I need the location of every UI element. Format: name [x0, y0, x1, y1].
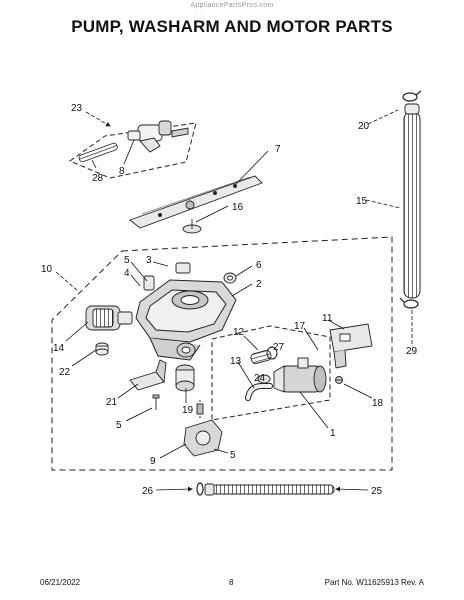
diverter-hose-28 — [78, 142, 118, 163]
callout-9: 9 — [150, 456, 156, 467]
drain-hose-25 — [204, 483, 335, 496]
callout-16: 16 — [232, 202, 244, 213]
callout-18: 18 — [372, 398, 384, 409]
screw-18 — [335, 376, 343, 384]
hose-clamp-26 — [196, 482, 204, 496]
callout-27: 27 — [273, 342, 285, 353]
assembly-outline-13 — [211, 325, 331, 421]
callout-26: 26 — [142, 486, 154, 497]
callout-23: 23 — [71, 103, 83, 114]
watermark-text: AppliancePartsPros.com — [190, 2, 274, 9]
assembly-outline-10 — [51, 236, 393, 471]
footer-date: 06/21/2022 — [40, 578, 81, 587]
lower-spray-arm-7 — [129, 175, 263, 229]
callout-20: 20 — [358, 121, 370, 132]
callout-numbers: 23 8 28 7 20 15 16 10 5 3 4 6 2 14 22 11… — [41, 103, 418, 497]
callout-4: 4 — [124, 268, 130, 279]
screw-5-left — [152, 394, 160, 410]
page-title: PUMP, WASHARM AND MOTOR PARTS — [71, 17, 393, 36]
drain-hose-15 — [403, 103, 421, 299]
callout-14: 14 — [53, 343, 65, 354]
pump-bracket-11 — [329, 323, 373, 369]
filter-cup-19 — [175, 364, 195, 392]
hose-clamp-29 — [399, 297, 419, 309]
mounting-bracket-21 — [129, 359, 167, 391]
callout-12: 12 — [233, 327, 245, 338]
callout-5-mid: 5 — [116, 420, 122, 431]
sump-fittings — [143, 262, 237, 291]
callout-24: 24 — [254, 373, 266, 384]
callout-19: 19 — [182, 405, 194, 416]
callout-5-top: 5 — [124, 255, 130, 266]
callout-8: 8 — [119, 166, 125, 177]
callout-21: 21 — [106, 397, 118, 408]
callout-15: 15 — [356, 196, 368, 207]
callout-7: 7 — [275, 144, 281, 155]
callout-5-bottom: 5 — [230, 450, 236, 461]
wash-motor-14 — [85, 305, 133, 331]
callout-13: 13 — [230, 356, 242, 367]
callout-2: 2 — [256, 279, 262, 290]
leader-lines — [55, 109, 413, 492]
motor-grommet-22 — [95, 342, 109, 356]
footer-part-number: Part No. W11625913 Rev. A — [324, 578, 424, 587]
footer-page-number: 8 — [229, 578, 234, 587]
callout-25: 25 — [371, 486, 383, 497]
connector-hose-24 — [245, 374, 273, 401]
callout-3: 3 — [146, 255, 152, 266]
callout-11: 11 — [322, 313, 333, 324]
callout-28: 28 — [92, 173, 104, 184]
pump-housing-9 — [183, 400, 223, 457]
callout-1: 1 — [330, 428, 336, 439]
pump-hose-12 — [250, 350, 272, 364]
hose-clamp-20 — [402, 90, 422, 102]
callout-22: 22 — [59, 367, 71, 378]
diverter-motor-8 — [127, 120, 189, 153]
callout-6: 6 — [256, 260, 262, 271]
drain-pump-motor-17 — [273, 357, 327, 393]
spray-arm-mount-16 — [182, 219, 202, 234]
callout-10: 10 — [41, 264, 53, 275]
callout-17: 17 — [294, 321, 306, 332]
callout-29: 29 — [406, 346, 418, 357]
assembly-outline-23 — [68, 122, 197, 179]
sump-outlet-ring — [176, 342, 196, 358]
